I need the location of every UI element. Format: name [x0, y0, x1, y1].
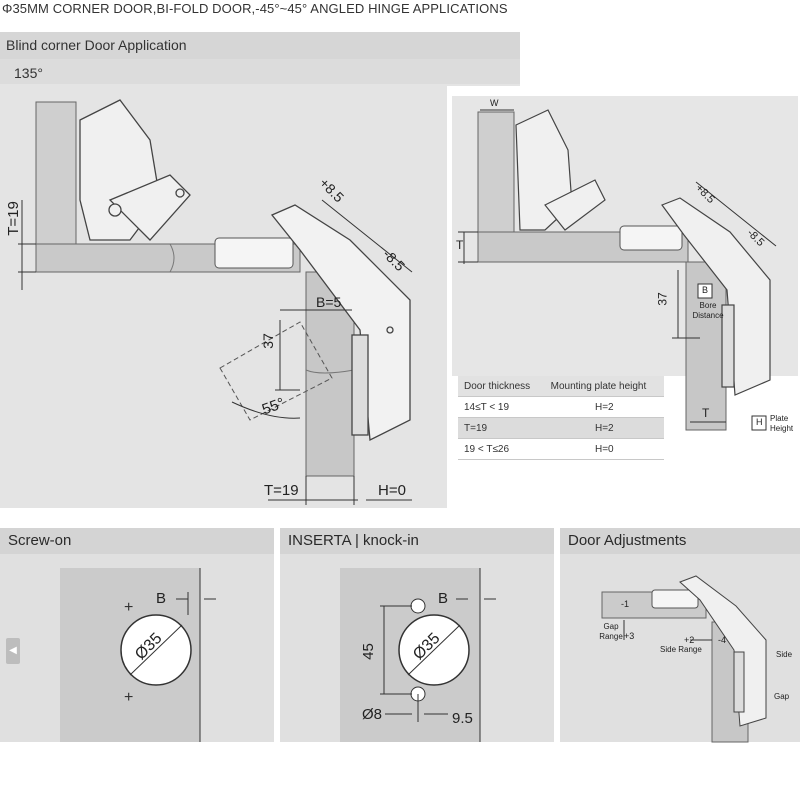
angle-header: [0, 59, 520, 84]
plate-height-label: H=0: [378, 482, 406, 499]
dowel-offset-label: 9.5: [452, 710, 473, 727]
dowel-spacing-label: 45: [359, 643, 377, 660]
adjust-minus1-label: -1: [621, 599, 630, 609]
table-cell: 19 < T≤26: [458, 438, 545, 460]
plate-height-caption: Plate Height: [770, 414, 794, 433]
cabinet-side: [35, 101, 77, 245]
hinge-cup: [214, 237, 294, 269]
b5-label: B=5: [316, 294, 342, 310]
thickness-table: Door thickness Mounting plate height 14≤…: [458, 376, 664, 460]
blind-corner-title: Blind corner Door Application: [6, 37, 187, 53]
screw-on-title: Screw-on: [8, 532, 72, 549]
adjust-header-bar: [560, 528, 800, 554]
adjust-title: Door Adjustments: [568, 532, 687, 549]
hinge-arm: [79, 99, 191, 241]
table-cell: H=0: [544, 438, 664, 460]
detail-b-label: B: [702, 285, 709, 295]
dowel-hole: [410, 598, 426, 614]
inserta-b-label: B: [438, 590, 449, 607]
scroll-left-handle[interactable]: ◀: [6, 638, 20, 664]
inserta-title: INSERTA | knock-in: [288, 532, 419, 549]
page-title: Φ35MM CORNER DOOR,BI-FOLD DOOR,-45°~45° …: [2, 1, 508, 16]
table-cell: H=2: [544, 396, 664, 418]
dowel-diameter-label: Ø8: [362, 706, 383, 723]
door-thickness-bottom-label: T=19: [264, 482, 299, 499]
table-cell: T=19: [458, 417, 545, 439]
table-header: Door thickness: [458, 376, 545, 397]
table-cell: 14≤T < 19: [458, 396, 545, 418]
screw-on-header-bar: [0, 528, 274, 554]
blind-corner-header: [0, 32, 520, 59]
side-range-label: Side Range: [660, 645, 702, 654]
detail-t-label: T: [456, 238, 464, 252]
table-cell: H=2: [544, 417, 664, 439]
angle-label: 135°: [14, 65, 43, 81]
svg-text:+: +: [124, 599, 133, 616]
bore-distance-label: Bore Distance: [692, 301, 724, 320]
adjust-plus2-label: +2: [684, 635, 695, 645]
table-header: Mounting plate height: [544, 376, 664, 397]
detail-t-bottom-label: T: [702, 406, 710, 420]
adjust-minus4-label: -4: [718, 635, 727, 645]
rotated-door-outline: [219, 321, 333, 421]
detail-w-label: W: [490, 98, 499, 108]
gap-label: Gap: [774, 692, 790, 701]
adjust-plus3-label: +3: [624, 631, 635, 641]
screw-b-label: B: [156, 590, 167, 607]
svg-text:+: +: [124, 689, 133, 706]
hinge-angled: [270, 204, 411, 442]
gap-range-label: Gap Range: [599, 622, 623, 641]
detail-h-label: H: [756, 417, 763, 427]
side-label: Side: [776, 650, 793, 659]
inserta-header-bar: [280, 528, 554, 554]
